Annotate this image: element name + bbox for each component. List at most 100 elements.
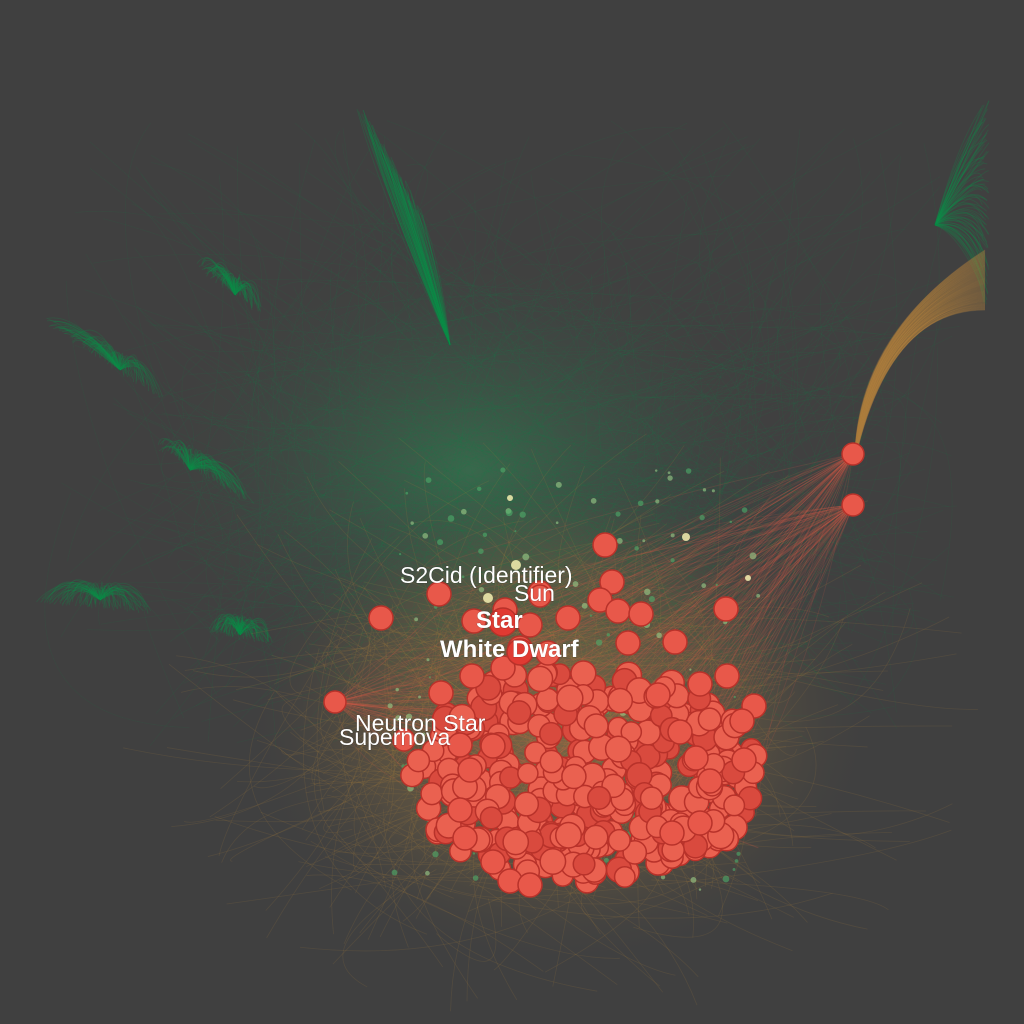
edge — [58, 327, 121, 371]
edge — [718, 504, 854, 575]
graph-node[interactable] — [714, 663, 740, 689]
graph-node[interactable] — [526, 665, 554, 693]
graph-node[interactable] — [697, 707, 722, 732]
graph-node[interactable] — [502, 828, 530, 856]
edge — [417, 205, 451, 346]
graph-node[interactable] — [452, 825, 478, 851]
graph-node[interactable] — [592, 532, 618, 558]
edge — [68, 582, 101, 606]
minor-node — [699, 514, 705, 521]
graph-node[interactable] — [447, 732, 473, 758]
edge — [854, 298, 986, 458]
graph-node[interactable] — [556, 684, 584, 712]
graph-node[interactable] — [480, 733, 506, 759]
graph-node[interactable] — [583, 824, 609, 850]
edge — [489, 245, 547, 365]
edge — [354, 399, 435, 536]
graph-node[interactable] — [479, 806, 503, 830]
edge — [712, 453, 854, 680]
edge — [395, 173, 451, 346]
edge — [187, 448, 193, 471]
hub-node[interactable] — [841, 442, 865, 466]
graph-node[interactable] — [687, 810, 713, 836]
edge — [212, 622, 241, 636]
graph-node[interactable] — [572, 852, 596, 876]
edge — [61, 588, 101, 606]
graph-node[interactable] — [506, 700, 532, 725]
graph-node[interactable] — [697, 768, 723, 794]
edge — [717, 504, 854, 577]
graph-node[interactable] — [662, 629, 688, 655]
edge — [383, 144, 451, 346]
edge — [366, 120, 451, 346]
graph-node[interactable] — [368, 605, 394, 631]
edge — [567, 382, 880, 710]
graph-node[interactable] — [447, 797, 473, 823]
graph-node[interactable] — [731, 747, 757, 773]
graph-node[interactable] — [607, 828, 631, 852]
graph-node[interactable] — [687, 671, 713, 697]
edge — [251, 158, 434, 621]
graph-node[interactable] — [607, 687, 634, 714]
edge — [171, 500, 661, 580]
minor-node — [418, 695, 421, 699]
neutron-star-node[interactable] — [323, 690, 347, 714]
graph-node[interactable] — [561, 763, 587, 790]
edge — [196, 257, 236, 296]
graph-node[interactable] — [554, 821, 583, 849]
graph-node[interactable] — [583, 713, 609, 739]
graph-node[interactable] — [517, 762, 539, 785]
graph-node[interactable] — [659, 820, 685, 846]
graph-node[interactable] — [605, 598, 631, 624]
hub-node[interactable] — [841, 493, 865, 517]
graph-node[interactable] — [639, 786, 664, 811]
edge — [235, 621, 241, 636]
graph-node[interactable] — [517, 872, 543, 898]
graph-node[interactable] — [420, 782, 444, 806]
edge — [530, 174, 781, 710]
graph-node[interactable] — [723, 794, 746, 817]
graph-node[interactable] — [459, 663, 485, 689]
edge — [934, 208, 987, 226]
graph-node[interactable] — [729, 708, 755, 734]
graph-node[interactable] — [604, 735, 633, 763]
edge — [854, 250, 986, 460]
graph-node[interactable] — [480, 849, 506, 875]
graph-node[interactable] — [613, 865, 636, 888]
edge — [359, 474, 505, 538]
graph-node[interactable] — [645, 682, 671, 708]
edge — [338, 163, 496, 421]
graph-node[interactable] — [570, 660, 597, 687]
minor-node — [425, 477, 432, 483]
edge — [934, 198, 983, 226]
edge — [459, 504, 854, 595]
edge — [249, 159, 539, 426]
graph-node[interactable] — [539, 848, 567, 875]
graph-node[interactable] — [615, 630, 641, 656]
graph-node[interactable] — [539, 749, 564, 774]
edge — [854, 257, 986, 453]
edge — [207, 263, 236, 296]
graph-node[interactable] — [539, 721, 563, 746]
graph-node[interactable] — [457, 757, 483, 783]
edge — [385, 319, 651, 341]
graph-node[interactable] — [628, 601, 654, 627]
graph-node[interactable] — [667, 719, 693, 745]
graph-node[interactable] — [555, 605, 581, 631]
edge — [934, 134, 987, 226]
edge — [416, 342, 502, 544]
edge — [175, 176, 941, 637]
graph-node[interactable] — [713, 596, 739, 622]
graph-node[interactable] — [513, 791, 540, 817]
edge — [511, 305, 610, 426]
graph-node[interactable] — [428, 680, 454, 706]
edge — [234, 280, 260, 307]
edge — [418, 374, 872, 573]
edge — [854, 252, 986, 455]
edge — [715, 431, 822, 562]
graph-node[interactable] — [586, 785, 612, 810]
graph-node[interactable] — [683, 745, 709, 771]
edge — [220, 618, 241, 636]
edge — [170, 448, 191, 471]
graph-node[interactable] — [406, 748, 431, 773]
